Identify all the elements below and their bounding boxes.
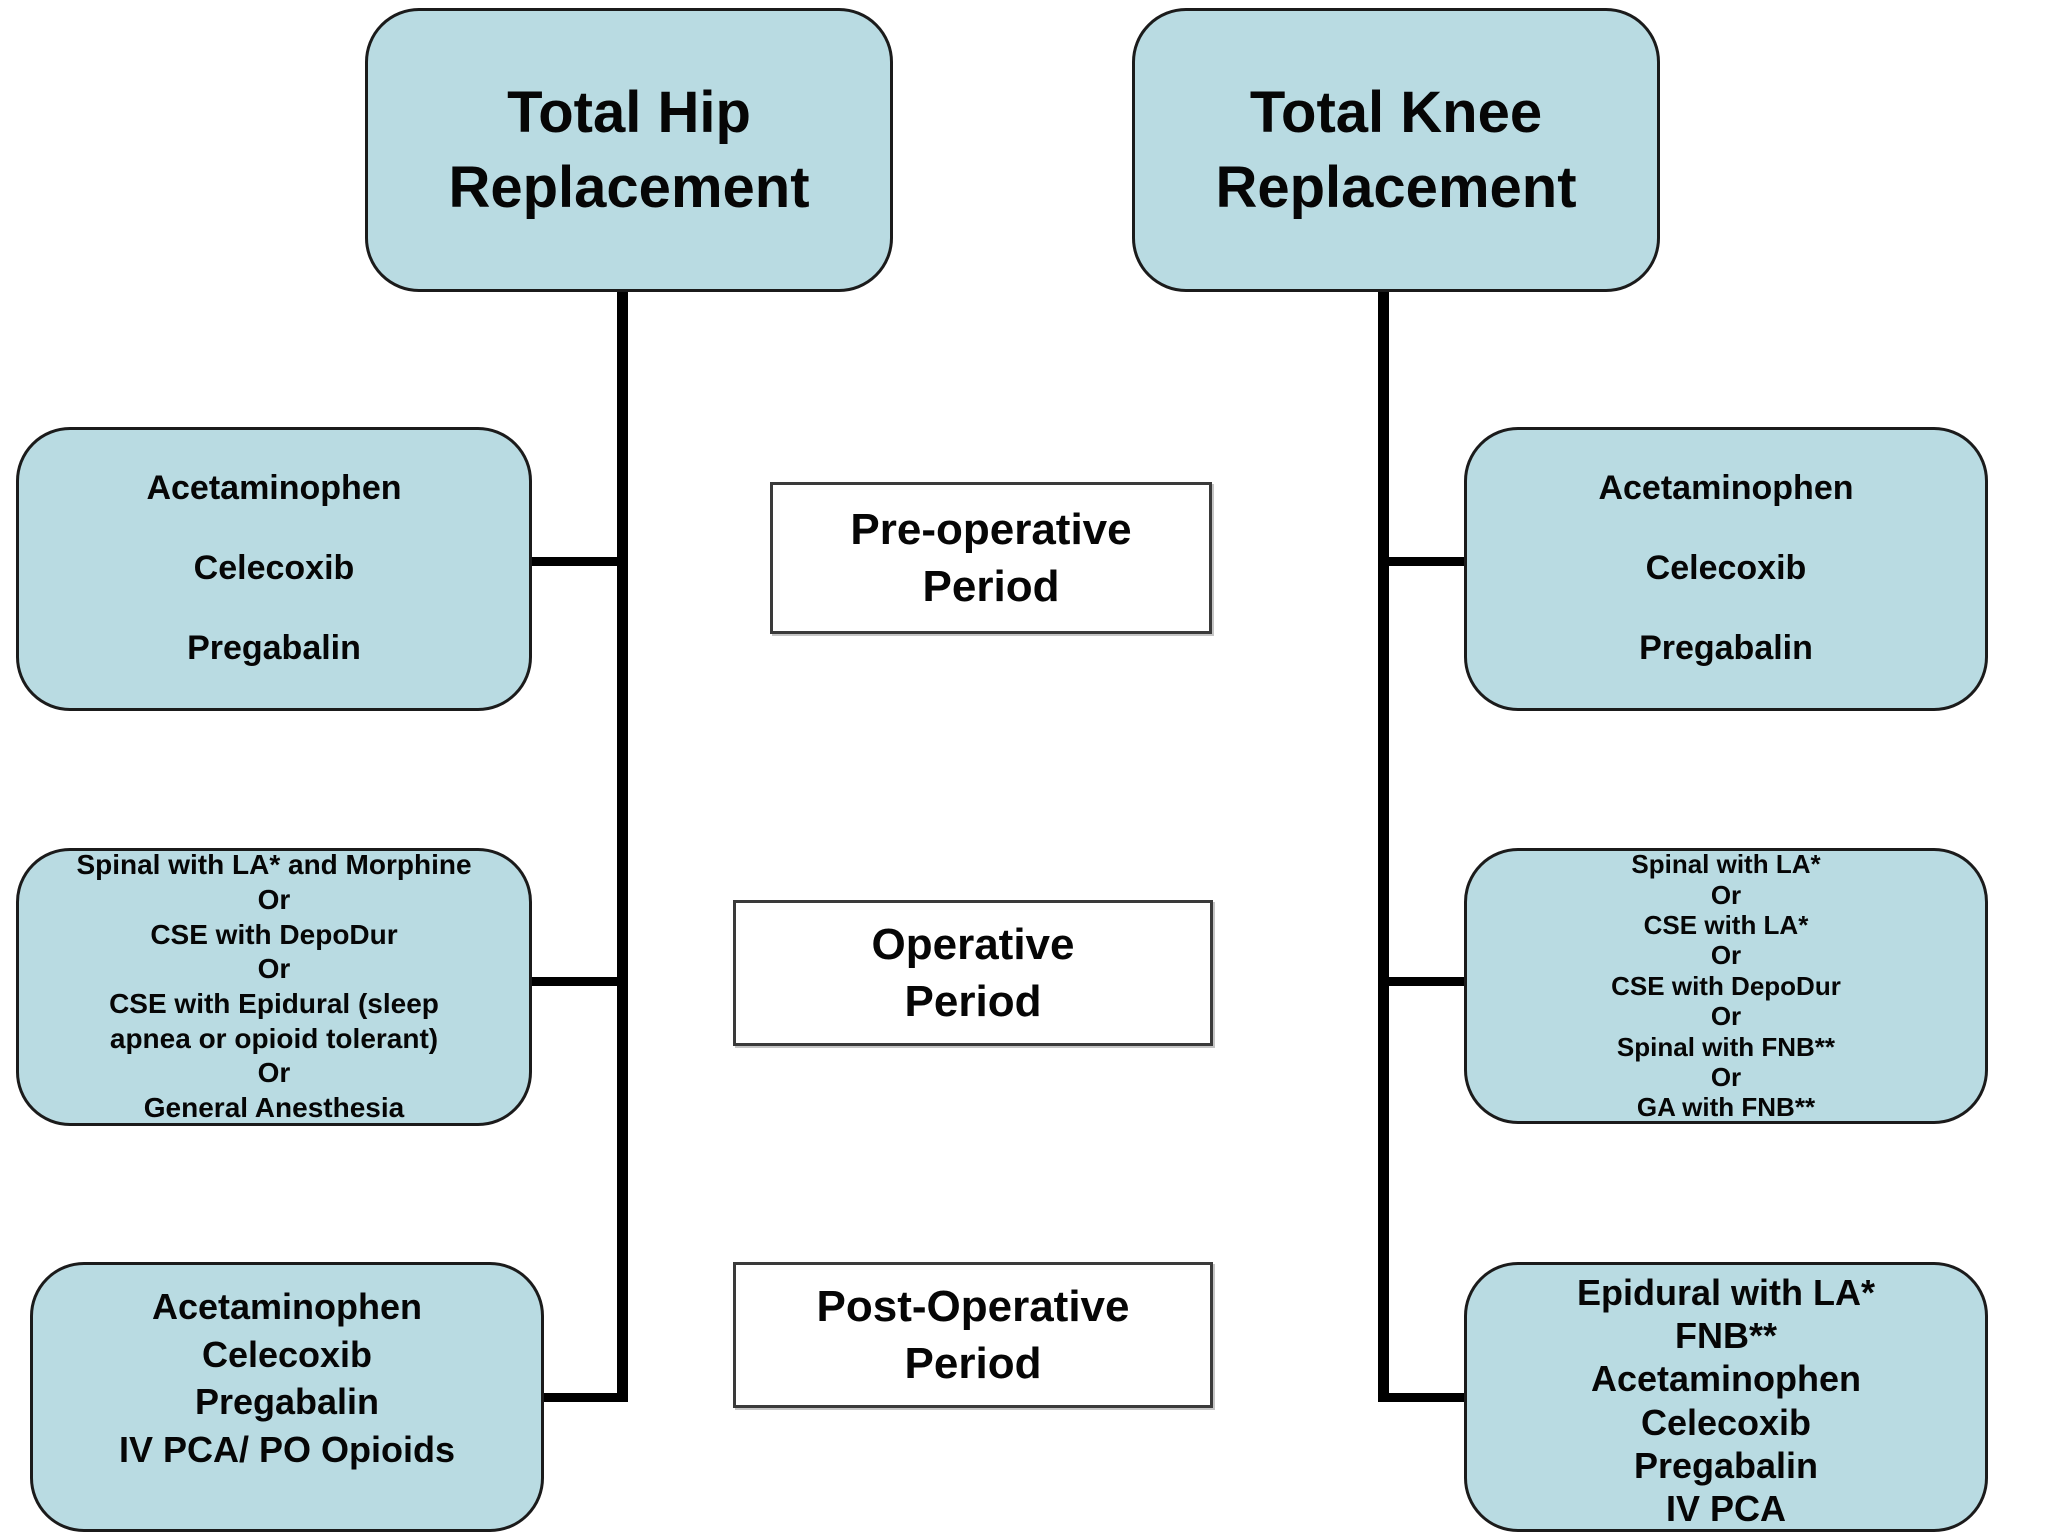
- hip-trunk-line: [617, 290, 628, 1402]
- knee-operative-anesthesia-label: Spinal with LA* Or CSE with LA* Or CSE w…: [1611, 849, 1841, 1123]
- knee-operative-anesthesia-box: Spinal with LA* Or CSE with LA* Or CSE w…: [1464, 848, 1988, 1124]
- total-hip-replacement-box: Total Hip Replacement: [365, 8, 893, 292]
- hip-preop-connector-line: [520, 557, 622, 566]
- postoperative-period-box: Post-Operative Period: [733, 1262, 1213, 1408]
- preoperative-period-box: Pre-operative Period: [770, 482, 1212, 634]
- knee-operative-connector-line: [1383, 977, 1468, 986]
- postoperative-period-label: Post-Operative Period: [816, 1281, 1130, 1388]
- knee-preop-meds-box: Acetaminophen Celecoxib Pregabalin: [1464, 427, 1988, 711]
- knee-preop-connector-line: [1383, 557, 1468, 566]
- total-hip-replacement-label: Total Hip Replacement: [448, 79, 810, 220]
- knee-trunk-line: [1378, 290, 1389, 1402]
- hip-postop-meds-box: Acetaminophen Celecoxib Pregabalin IV PC…: [30, 1262, 544, 1532]
- operative-period-box: Operative Period: [733, 900, 1213, 1046]
- knee-postop-connector-line: [1383, 1393, 1468, 1402]
- hip-operative-anesthesia-box: Spinal with LA* and Morphine Or CSE with…: [16, 848, 532, 1126]
- knee-postop-meds-box: Epidural with LA* FNB** Acetaminophen Ce…: [1464, 1262, 1988, 1532]
- hip-preop-meds-label: Acetaminophen Celecoxib Pregabalin: [146, 469, 402, 667]
- hip-postop-meds-label: Acetaminophen Celecoxib Pregabalin IV PC…: [118, 1286, 456, 1470]
- total-knee-replacement-label: Total Knee Replacement: [1215, 79, 1577, 220]
- hip-postop-connector-line: [528, 1393, 622, 1402]
- hip-operative-anesthesia-label: Spinal with LA* and Morphine Or CSE with…: [76, 849, 472, 1124]
- hip-preop-meds-box: Acetaminophen Celecoxib Pregabalin: [16, 427, 532, 711]
- knee-postop-meds-label: Epidural with LA* FNB** Acetaminophen Ce…: [1576, 1272, 1875, 1529]
- total-knee-replacement-box: Total Knee Replacement: [1132, 8, 1660, 292]
- knee-preop-meds-label: Acetaminophen Celecoxib Pregabalin: [1598, 469, 1854, 667]
- operative-period-label: Operative Period: [871, 919, 1075, 1026]
- hip-operative-connector-line: [520, 977, 622, 986]
- preoperative-period-label: Pre-operative Period: [850, 504, 1132, 611]
